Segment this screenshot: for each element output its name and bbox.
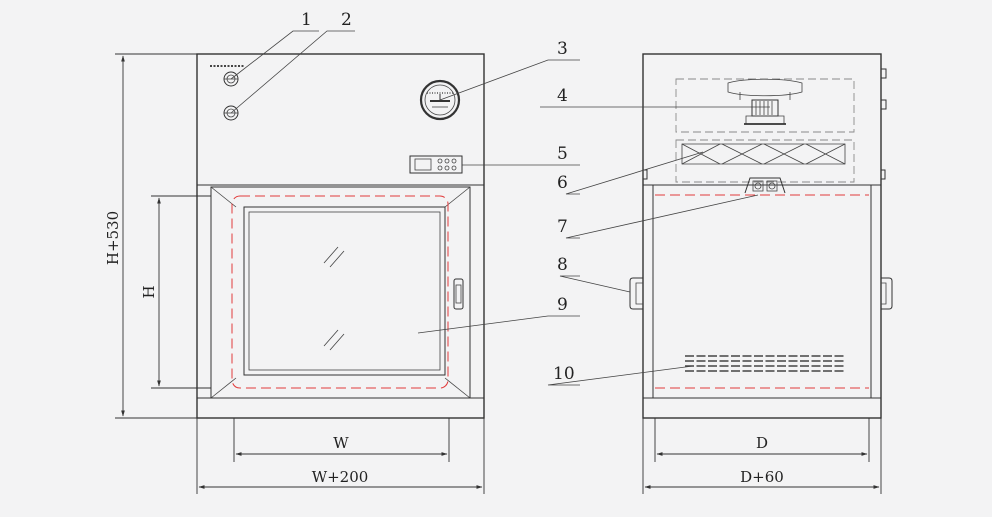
dim-width-outer: W+200 — [312, 468, 369, 486]
callout-numbers: 1 2 3 4 5 6 7 8 9 10 — [301, 10, 575, 384]
callout-leaders — [230, 30, 770, 386]
frame-corner — [444, 377, 471, 399]
dim-depth-inner: D — [756, 434, 768, 452]
front-view — [196, 53, 485, 419]
glass-pane — [248, 211, 441, 371]
filter-box — [675, 139, 855, 183]
dim-height-inner: H — [140, 285, 158, 298]
glass-window — [243, 206, 446, 376]
frame-corner — [444, 186, 471, 208]
frame-corner — [210, 377, 237, 399]
side-view — [629, 53, 893, 419]
callout-8: 8 — [557, 255, 568, 275]
callout-3: 3 — [557, 39, 568, 59]
callout-9: 9 — [557, 295, 568, 315]
door-frame — [210, 186, 471, 399]
side-latch — [880, 68, 887, 79]
work-zone-outline — [231, 195, 449, 389]
dim-width-inner: W — [333, 434, 349, 452]
side-cabinet-outline — [642, 53, 882, 419]
callout-6: 6 — [557, 173, 568, 193]
door-handle-grip — [455, 284, 462, 304]
callout-2: 2 — [341, 10, 352, 30]
hepa-filter — [681, 143, 846, 165]
dimension-lines — [115, 53, 882, 494]
side-handle-right — [881, 277, 893, 310]
callout-7: 7 — [557, 217, 568, 237]
callout-5: 5 — [557, 144, 568, 164]
side-latch — [880, 99, 887, 110]
side-handle-left — [629, 277, 643, 310]
dim-height-outer: H+530 — [104, 211, 122, 265]
dim-depth-outer: D+60 — [740, 468, 784, 486]
blower-fan — [727, 78, 803, 125]
callout-10: 10 — [553, 364, 575, 384]
vent-grille — [685, 355, 845, 372]
socket-module — [744, 177, 786, 194]
callout-1: 1 — [301, 10, 312, 30]
dimension-labels: H+530 H W W+200 D D+60 — [104, 211, 784, 486]
callout-4: 4 — [557, 86, 568, 106]
side-handle-left-inner — [635, 282, 643, 305]
side-handle-right-inner — [881, 282, 887, 305]
side-latch — [880, 169, 886, 180]
front-cabinet-outline — [196, 53, 485, 419]
control-panel — [409, 155, 463, 174]
glass-reflection — [323, 246, 345, 351]
door-handle — [453, 278, 464, 310]
